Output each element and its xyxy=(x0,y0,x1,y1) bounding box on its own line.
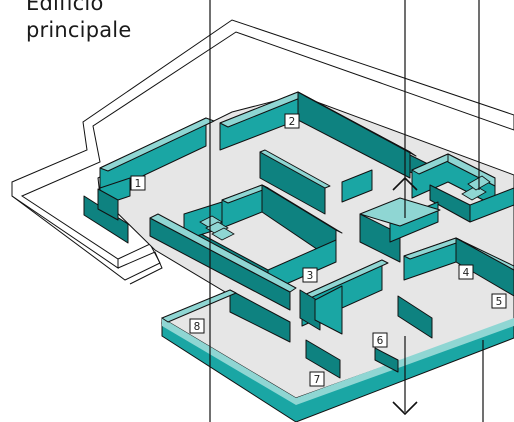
room-label-1: 1 xyxy=(130,175,146,191)
ground-floor-outline xyxy=(11,19,514,285)
room-label-4: 4 xyxy=(458,264,474,280)
room-label-8: 8 xyxy=(189,318,205,334)
svg-text:6: 6 xyxy=(377,335,384,347)
svg-text:3: 3 xyxy=(307,270,314,282)
room-label-6: 6 xyxy=(372,332,388,348)
svg-text:1: 1 xyxy=(135,178,142,190)
svg-text:4: 4 xyxy=(463,267,470,279)
arrow-down-icon xyxy=(392,401,418,416)
room-label-7: 7 xyxy=(309,371,325,387)
svg-text:8: 8 xyxy=(194,321,201,333)
vertical-guide-lines xyxy=(209,0,484,422)
title-line-2: principale xyxy=(26,18,132,42)
title-line-1: Edificio xyxy=(26,0,104,15)
room-label-5: 5 xyxy=(491,293,507,309)
room-label-2: 2 xyxy=(284,113,300,129)
arrow-up-icon xyxy=(392,176,418,191)
room-labels: 1 2 3 4 5 6 7 8 xyxy=(130,113,507,387)
svg-text:7: 7 xyxy=(314,374,321,386)
room-label-3: 3 xyxy=(302,267,318,283)
stairs-icon xyxy=(199,175,491,241)
svg-text:5: 5 xyxy=(496,296,503,308)
building-title: Edificio principale xyxy=(26,0,131,44)
svg-text:2: 2 xyxy=(289,116,296,128)
walls xyxy=(83,91,514,379)
